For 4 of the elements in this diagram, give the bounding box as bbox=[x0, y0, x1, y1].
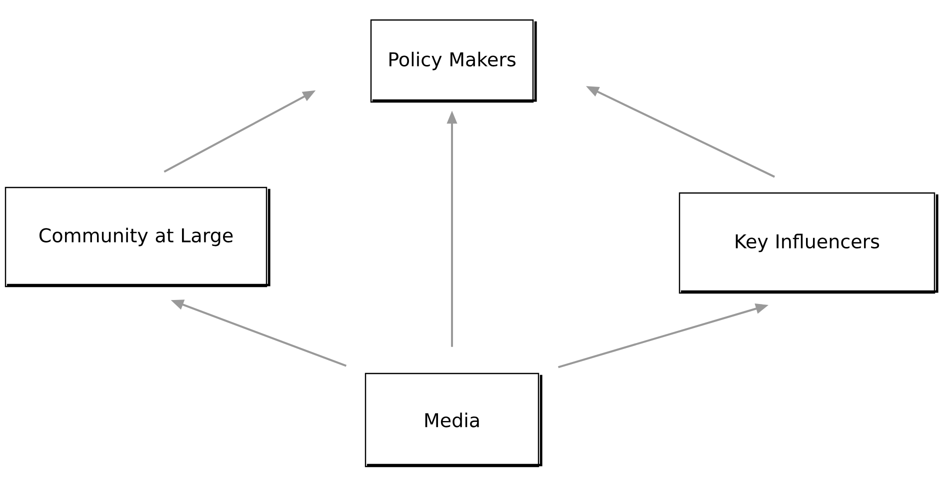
box: Policy Makers bbox=[370, 19, 537, 103]
box: Community at Large bbox=[4, 186, 270, 288]
box: Key Influencers bbox=[678, 192, 938, 294]
box: Media bbox=[364, 372, 542, 468]
